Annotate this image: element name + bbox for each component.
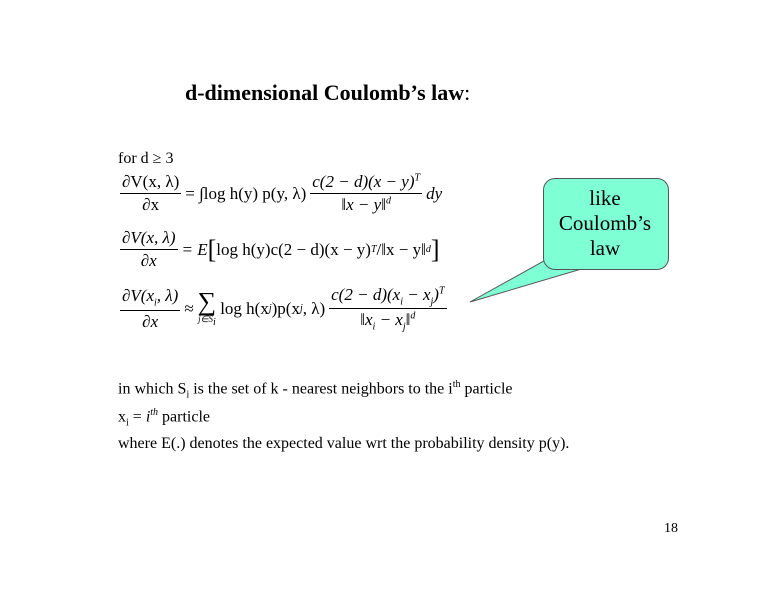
- callout-text: like Coulomb’s law: [543, 186, 667, 261]
- note-expected-value: where E(.) denotes the expected value wr…: [118, 435, 570, 452]
- callout-line: law: [589, 236, 621, 260]
- callout-line: like: [589, 186, 621, 210]
- page-number: 18: [664, 521, 678, 536]
- callout-line: Coulomb’s: [558, 211, 652, 235]
- condition-text: for d ≥ 3: [118, 150, 174, 167]
- equation-1: ∂V(x, λ)∂x = ∫log h(y) p(y, λ) c(2 − d)(…: [120, 172, 443, 214]
- note-neighbors: in which Si is the set of k - nearest ne…: [118, 379, 513, 401]
- note-particle: xi = ith particle: [118, 407, 211, 429]
- equation-2: ∂V(x, λ)∂x = E[ log h(y)c(2 − d)(x − y)T…: [120, 228, 440, 270]
- slide-title: d-dimensional Coulomb’s law:: [185, 80, 471, 105]
